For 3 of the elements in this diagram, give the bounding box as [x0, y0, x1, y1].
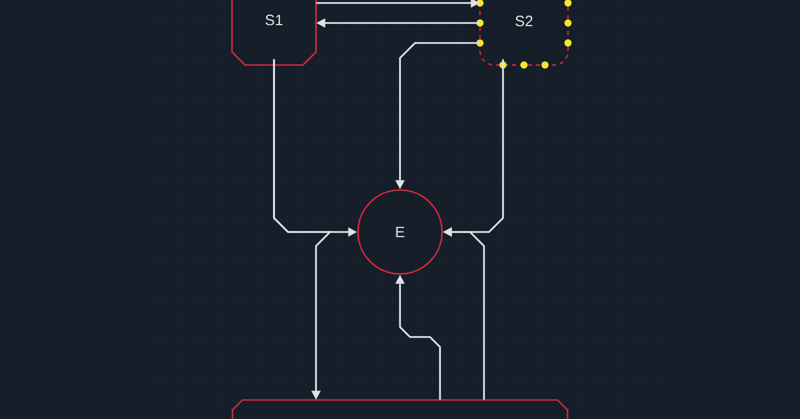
- process-box: S1: [231, 0, 317, 66]
- process-box: [232, 399, 568, 419]
- dotted-box: S2: [476, 0, 572, 69]
